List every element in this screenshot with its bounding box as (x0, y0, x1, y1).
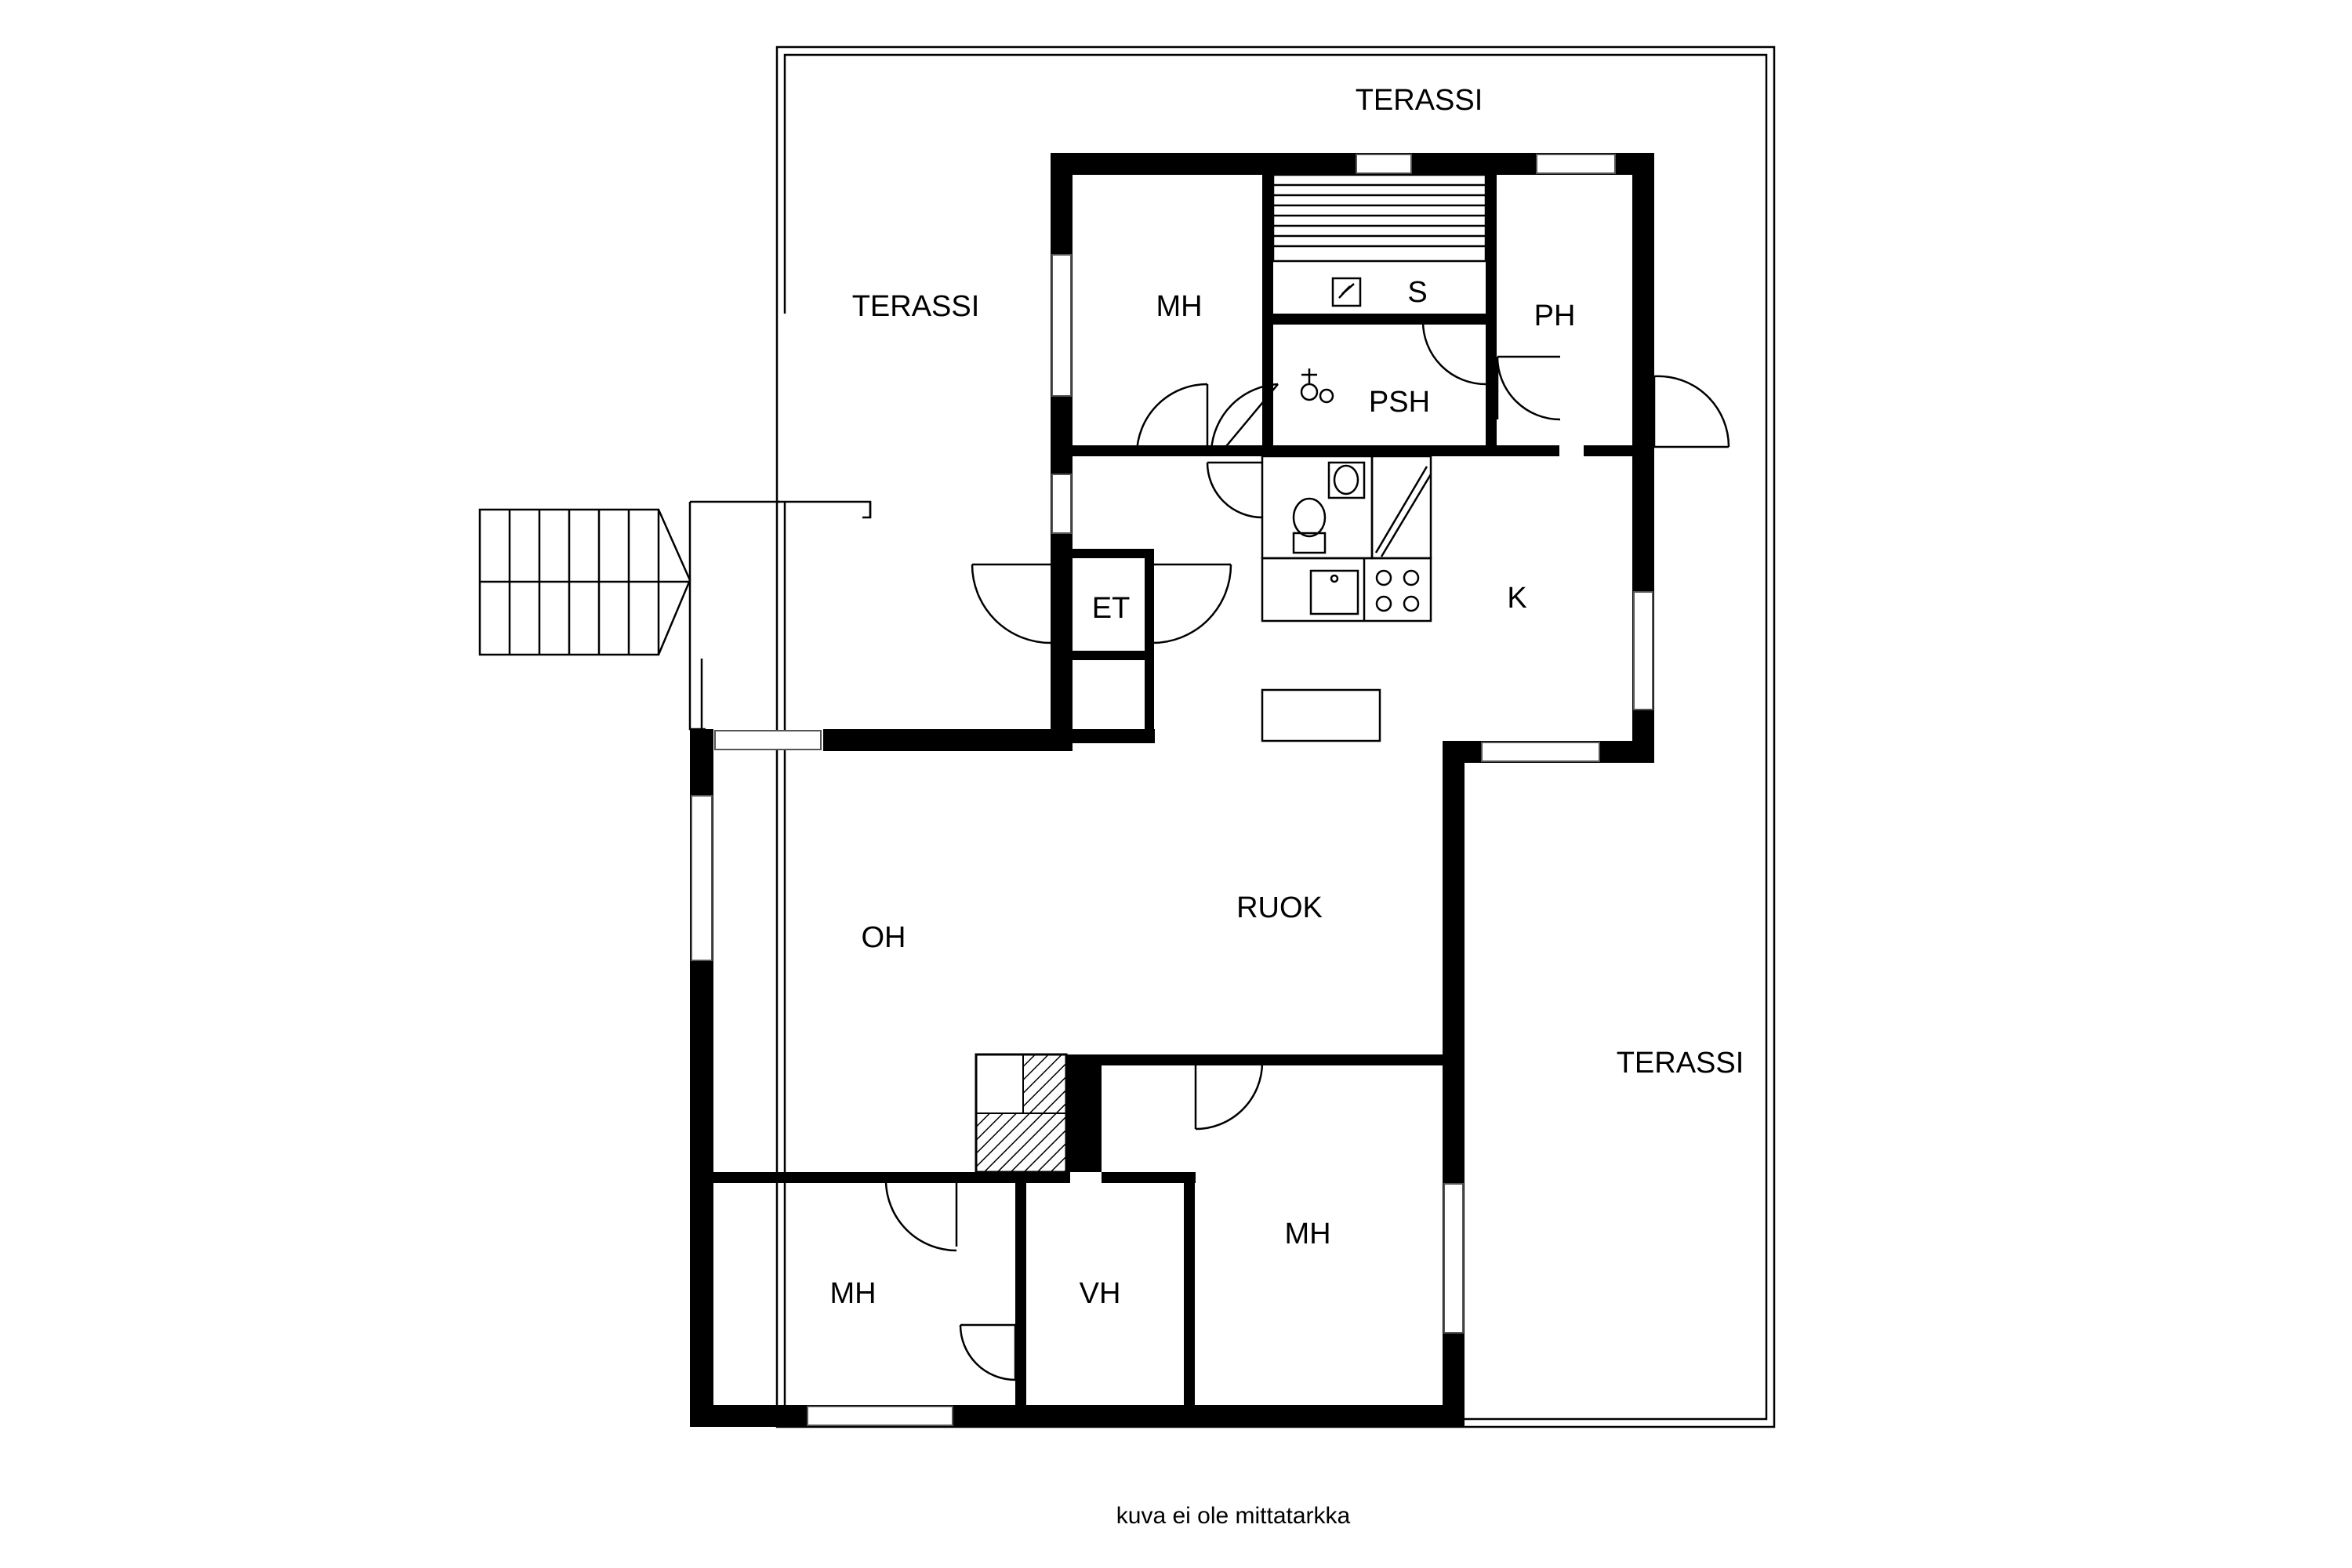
caption: kuva ei ole mittatarkka (1116, 1503, 1351, 1529)
windows (691, 154, 1653, 1426)
label-kitchen: K (1507, 582, 1526, 615)
label-mh-bottom-right: MH (1284, 1218, 1330, 1250)
label-mh-top: MH (1156, 290, 1202, 323)
label-ph: PH (1534, 299, 1576, 332)
walls (690, 153, 1654, 1427)
label-psh: PSH (1369, 386, 1430, 419)
fireplace (975, 1053, 1068, 1174)
label-ruok: RUOK (1236, 891, 1323, 924)
label-sauna: S (1407, 276, 1427, 309)
kitchen-counter (1261, 557, 1432, 742)
stairs (478, 508, 691, 656)
label-vh: VH (1080, 1277, 1121, 1310)
label-mh-bottom-left: MH (829, 1277, 876, 1310)
shower-icon (1300, 368, 1334, 404)
label-terassi-left: TERASSI (852, 290, 980, 323)
label-terassi-top: TERASSI (1356, 84, 1483, 117)
label-et: ET (1092, 592, 1131, 625)
wc-fixtures (1261, 455, 1432, 560)
sauna-benches (1272, 173, 1487, 307)
doors (884, 320, 1730, 1381)
label-oh: OH (862, 921, 906, 954)
label-terassi-right: TERASSI (1617, 1047, 1744, 1080)
